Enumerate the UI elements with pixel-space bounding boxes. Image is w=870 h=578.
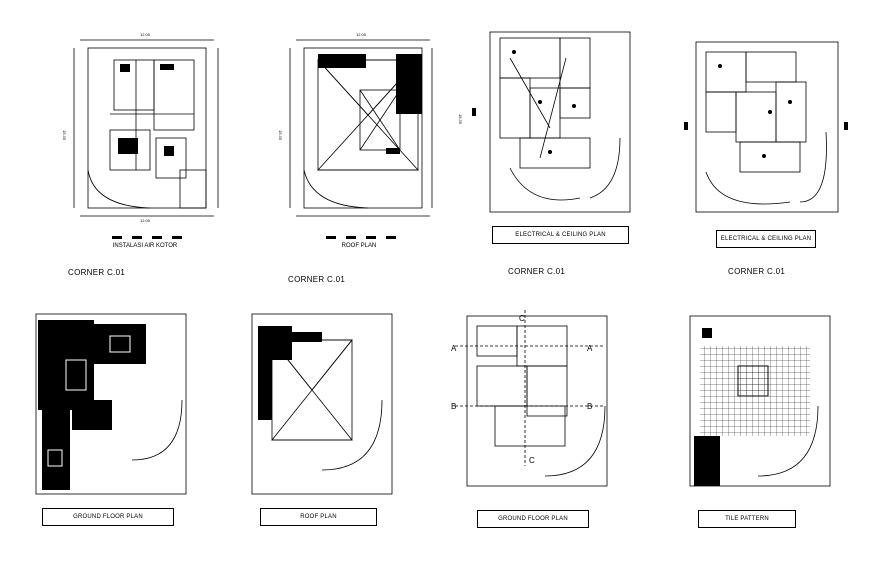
section-marker-b: B	[587, 402, 593, 411]
corner-label: CORNER C.01	[68, 268, 126, 277]
tile-pattern-drawing	[689, 315, 831, 487]
sheet-tile-pattern: TILE PATTERN	[668, 306, 843, 534]
roof-plan-drawing	[251, 313, 393, 495]
sheet-caption: ROOF PLAN	[341, 243, 377, 249]
sheet-electrical-2: ELECTRICAL & CEILING PLAN	[680, 22, 850, 250]
corner-label: CORNER C.01	[288, 275, 346, 284]
dim-top: 12.00	[140, 32, 151, 37]
dim-top: 12.00	[356, 32, 367, 37]
sheet-drainage-plan: 12.00 12.00 15.35 INSTALASI AIR KOTOR	[60, 20, 230, 260]
section-marker-c: C	[529, 456, 535, 465]
scale-bar	[326, 236, 396, 239]
sheet-ground-floor-1: GROUND FLOOR PLAN	[12, 300, 197, 535]
section-marker-a: A	[587, 344, 593, 353]
dim-side: 15.35	[62, 130, 67, 141]
section-marker-a: A	[451, 344, 457, 353]
sheet-caption: ROOF PLAN	[260, 508, 377, 526]
sheet-electrical-1: 15.35 ELECTRICAL & CEILING PLAN	[458, 18, 640, 250]
dim-side: 15.35	[278, 130, 283, 141]
sheet-ground-floor-2: A A B B C C GROUND FLOOR PLAN	[445, 306, 620, 534]
sheet-caption: GROUND FLOOR PLAN	[42, 508, 174, 526]
sheet-caption: GROUND FLOOR PLAN	[477, 510, 589, 528]
sheet-caption: ELECTRICAL & CEILING PLAN	[492, 226, 629, 244]
section-marker-b: B	[451, 402, 457, 411]
ground-floor-drawing	[35, 313, 187, 495]
electrical-plan-drawing	[684, 41, 848, 213]
scale-bar	[112, 236, 182, 239]
sheet-roof-plan-2: ROOF PLAN	[232, 300, 402, 535]
sheet-roof-plan-1: 12.00 15.35 ROOF PLAN	[278, 20, 443, 260]
sheet-caption: INSTALASI AIR KOTOR	[112, 243, 178, 249]
sheet-caption: ELECTRICAL & CEILING PLAN	[716, 230, 816, 248]
sheet-caption: TILE PATTERN	[698, 510, 796, 528]
dim-side: 15.35	[458, 114, 463, 125]
drainage-plan-drawing	[73, 39, 219, 217]
roof-plan-drawing	[289, 39, 433, 217]
corner-label: CORNER C.01	[508, 267, 566, 276]
ground-floor-drawing	[455, 310, 608, 487]
dim-bottom: 12.00	[140, 218, 151, 223]
corner-label: CORNER C.01	[728, 267, 786, 276]
section-marker-c: C	[519, 314, 525, 323]
electrical-plan-drawing	[472, 31, 631, 213]
